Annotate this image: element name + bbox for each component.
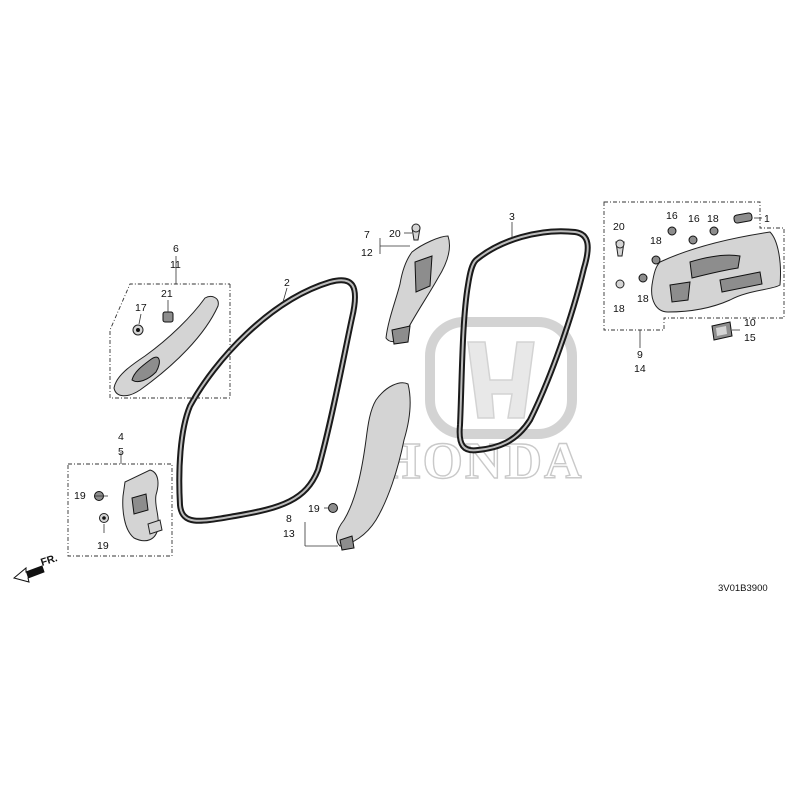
callout-11: 11	[170, 259, 181, 271]
clip-17	[132, 324, 144, 336]
callout-18-b: 18	[707, 213, 719, 225]
callout-10: 10	[744, 317, 756, 329]
callout-20-a: 20	[389, 228, 401, 240]
part-1-plug	[733, 212, 753, 224]
callout-5: 5	[118, 446, 124, 458]
callout-9: 9	[637, 349, 643, 361]
honda-watermark-text: HONDA	[380, 433, 584, 490]
callout-18-a: 18	[650, 235, 662, 247]
callout-6: 6	[173, 243, 179, 255]
callout-18-c: 18	[637, 293, 649, 305]
callout-20-b: 20	[613, 221, 625, 233]
callout-19-a: 19	[74, 490, 86, 502]
group-box-9-14	[603, 201, 785, 331]
center-pillar-upper-garnish	[385, 235, 451, 345]
clip-20-a	[411, 223, 421, 241]
callout-3: 3	[509, 211, 515, 223]
clip-16-a	[667, 226, 677, 236]
leader-lines	[95, 217, 762, 547]
callout-13: 13	[283, 528, 295, 540]
callout-19-c: 19	[308, 503, 320, 515]
center-pillar-lower-garnish	[336, 382, 411, 551]
front-pillar-garnish	[113, 295, 219, 397]
callout-14: 14	[634, 363, 646, 375]
rear-door-weatherstrip	[456, 228, 591, 454]
callout-4: 4	[118, 431, 124, 443]
callout-17: 17	[135, 302, 147, 314]
front-pillar-lower-trim	[122, 469, 163, 542]
clip-18-b	[709, 226, 719, 236]
clip-19-b	[99, 513, 109, 523]
front-indicator-label: FR.	[39, 552, 59, 569]
callout-16-b: 16	[688, 213, 700, 225]
clip-18-c	[638, 273, 648, 283]
clip-18-a	[651, 255, 661, 265]
callout-19-b: 19	[97, 540, 109, 552]
callout-2: 2	[284, 277, 290, 289]
honda-watermark-logo	[425, 317, 577, 439]
callout-15: 15	[744, 332, 756, 344]
clip-19-c	[328, 503, 338, 513]
front-door-weatherstrip	[176, 277, 358, 524]
clip-18-d	[615, 279, 625, 289]
clip-16-b	[688, 235, 698, 245]
callout-8: 8	[286, 513, 292, 525]
callout-7: 7	[364, 229, 370, 241]
callout-18-d: 18	[613, 303, 625, 315]
group-box-6-11	[109, 283, 231, 399]
part-10-hook	[711, 321, 733, 341]
callout-12: 12	[361, 247, 373, 259]
callout-1: 1	[764, 213, 770, 225]
clip-21	[162, 311, 174, 323]
front-arrow-icon	[12, 565, 45, 583]
callout-21: 21	[161, 288, 173, 300]
clip-20-b	[615, 239, 625, 257]
group-box-4-5	[67, 463, 173, 557]
callout-16-a: 16	[666, 210, 678, 222]
diagram-code: 3V01B3900	[718, 583, 768, 594]
rear-side-lining	[651, 231, 781, 313]
